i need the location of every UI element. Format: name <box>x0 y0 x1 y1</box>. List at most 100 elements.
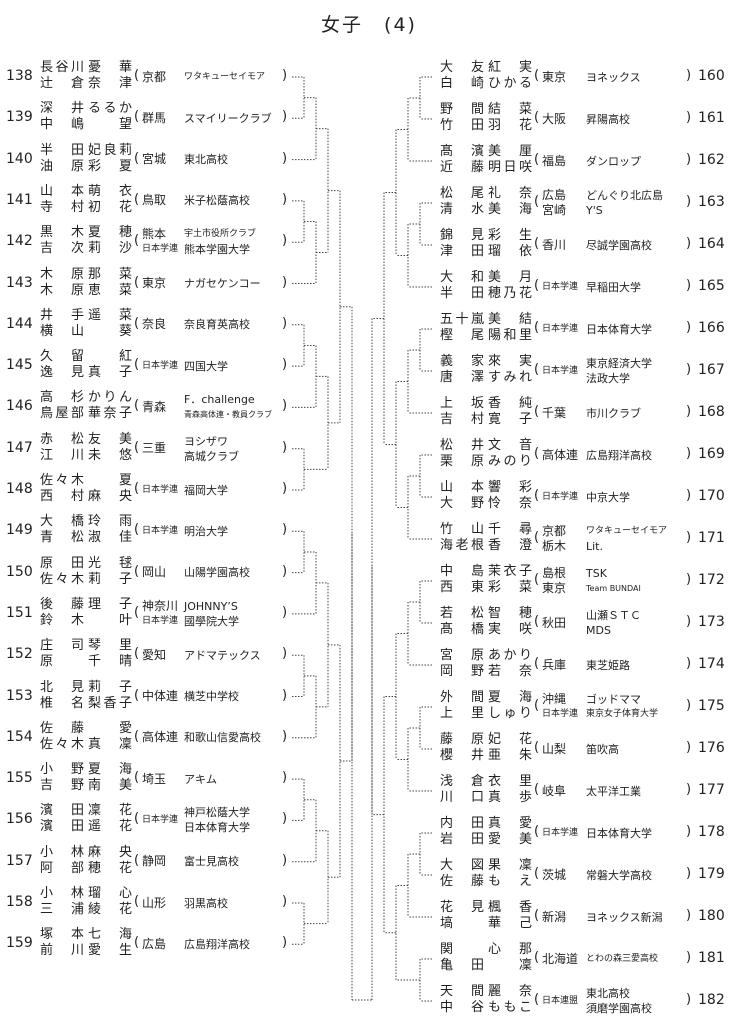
entry-number: 175 <box>698 698 725 714</box>
player-name: 江川未悠 <box>40 448 132 464</box>
player-names: 山本響彩大野怜奈 <box>440 480 532 512</box>
surname: 佐々木 <box>40 736 84 752</box>
given-name: 響彩 <box>488 480 532 495</box>
surname: 吉村 <box>440 412 484 427</box>
player-name: 鈴木叶 <box>40 613 132 629</box>
team: スマイリークラブ <box>184 101 272 135</box>
team-line: 昇陽高校 <box>586 112 630 126</box>
given-name: 華奈子 <box>88 406 132 422</box>
player-name: 原千晴 <box>40 654 132 670</box>
paren-open: ( <box>534 950 540 965</box>
player-name: 小野夏海 <box>40 762 132 778</box>
surname: 外間 <box>440 690 484 705</box>
given-name: 未悠 <box>88 447 132 463</box>
surname: 吉次 <box>40 241 84 257</box>
prefecture-line: 栃木 <box>542 539 567 553</box>
entry-number: 170 <box>698 488 725 504</box>
team-line: 明治大学 <box>184 524 228 538</box>
surname: 塚本 <box>40 927 84 943</box>
team-line: 東北高校 <box>184 153 228 167</box>
paren-close: ) <box>282 811 288 827</box>
paren-open: ( <box>134 563 140 579</box>
prefecture-line: 福島 <box>542 153 567 168</box>
surname: 岩田 <box>440 832 484 847</box>
team-line: ダンロップ <box>586 154 641 168</box>
player-name: 唐澤すみれ <box>440 370 532 386</box>
entry-number: 160 <box>698 68 725 84</box>
given-name: 美月 <box>488 270 532 285</box>
player-names: 中島茉衣子西東彩菜 <box>440 564 532 596</box>
player-names: 髙濱美厘近藤明日咲 <box>440 144 532 176</box>
prefecture: 日本学連 <box>542 312 578 346</box>
entry-number: 155 <box>6 770 33 787</box>
given-name: 麻央 <box>88 844 132 860</box>
prefecture-line: 日本連盟 <box>542 995 579 1006</box>
surname: 近藤 <box>440 160 484 175</box>
surname: 塙 <box>440 916 454 931</box>
player-name: 櫻井亜朱 <box>440 748 532 764</box>
surname: 佐々木 <box>40 571 84 587</box>
entry-number: 140 <box>6 150 33 167</box>
team: アドマテックス <box>184 638 261 672</box>
team-line: 奈良育英高校 <box>184 318 250 332</box>
team-line: MDS <box>586 624 611 637</box>
player-name: 久留紅 <box>40 349 132 365</box>
team: 神戸松蔭大学日本体育大学 <box>184 803 250 837</box>
player-name: 上里しゅり <box>440 706 532 722</box>
given-name: 智穂 <box>488 606 532 621</box>
prefecture-line: 東京 <box>142 276 167 290</box>
given-name: 妃花 <box>488 732 532 747</box>
entry-number: 147 <box>6 439 33 456</box>
team-line: 広島翔洋高校 <box>586 448 652 462</box>
entry-number: 143 <box>6 274 33 291</box>
prefecture-line: 三重 <box>142 441 167 456</box>
given-name: 遥花 <box>88 819 132 835</box>
team-line: アドマテックス <box>184 648 261 662</box>
entry-number: 152 <box>6 646 33 663</box>
entry-number: 171 <box>698 530 725 546</box>
surname: 竹田 <box>440 118 484 133</box>
team-line: 尽誠学園高校 <box>586 238 652 252</box>
surname: 中島 <box>440 564 484 579</box>
paren-open: ( <box>534 824 540 839</box>
entry-number: 172 <box>698 572 725 588</box>
team: 宇土市役所クラブ熊本学園大学 <box>184 225 256 259</box>
player-name: 木原那菜 <box>40 267 132 283</box>
paren-close: ) <box>686 698 692 713</box>
paren-open: ( <box>134 315 140 331</box>
prefecture: 埼玉 <box>142 762 166 796</box>
player-name: 前川愛生 <box>40 943 132 959</box>
surname: 西東 <box>440 580 484 595</box>
given-name: 麻央 <box>88 489 132 504</box>
surname: 三浦 <box>40 902 84 917</box>
prefecture: 広島 <box>142 927 166 961</box>
entry-number: 144 <box>6 315 33 332</box>
prefecture: 日本学連 <box>142 803 178 837</box>
player-name: 阿部穂花 <box>40 861 132 877</box>
player-name: 濱田遥花 <box>40 819 132 835</box>
surname: 濱田 <box>40 803 84 819</box>
given-name: 美結 <box>488 312 532 327</box>
prefecture-line: 山形 <box>142 895 167 910</box>
paren-close: ) <box>282 357 288 373</box>
given-name: 心那 <box>488 942 532 957</box>
team: 日本体育大学 <box>586 816 652 850</box>
prefecture: 島根東京 <box>542 564 566 598</box>
prefecture: 青森 <box>142 390 166 424</box>
surname: 鈴木 <box>40 612 84 628</box>
team-line: 法政大学 <box>586 372 630 385</box>
paren-open: ( <box>134 109 140 125</box>
